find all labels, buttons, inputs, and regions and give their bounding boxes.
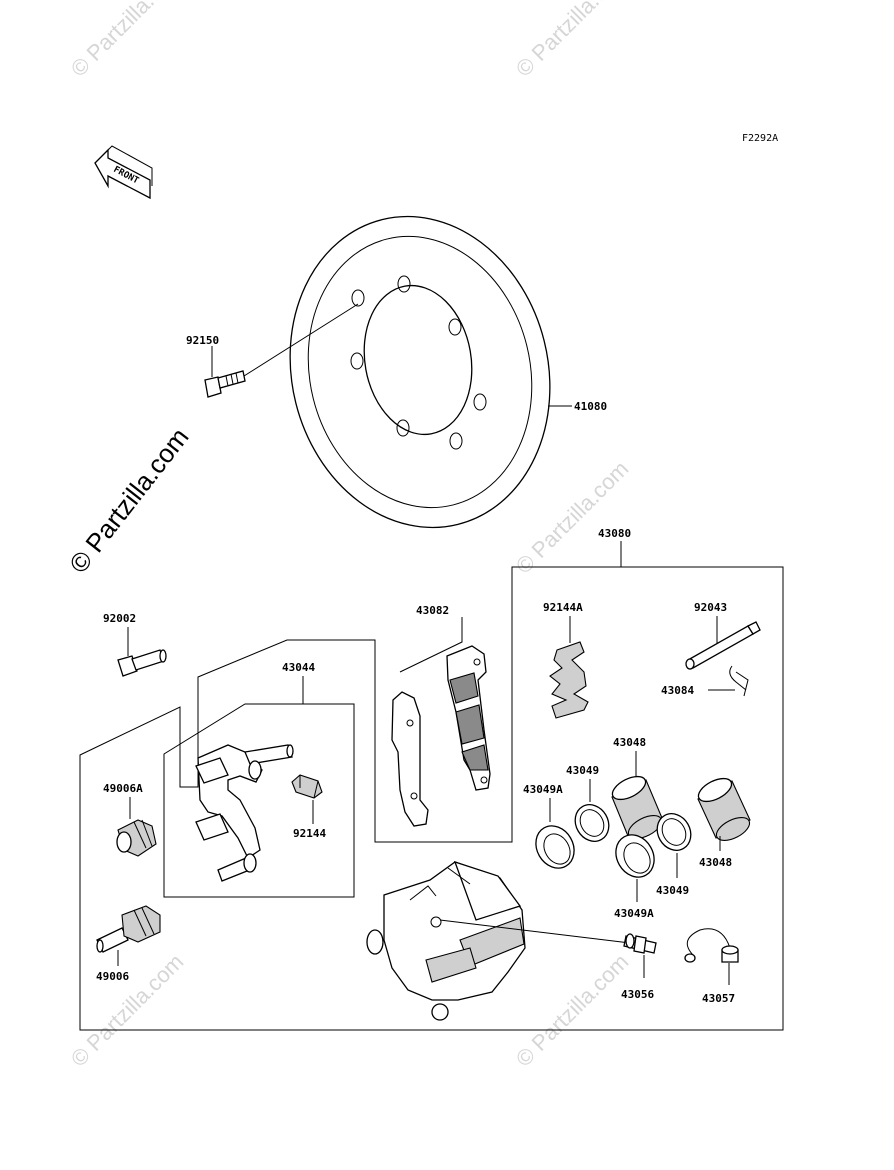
label-43084: 43084 bbox=[661, 684, 694, 697]
label-41080: 41080 bbox=[574, 400, 607, 413]
piston-upper bbox=[611, 775, 663, 839]
caliper-bolt bbox=[117, 649, 167, 677]
front-arrow-icon: FRONT bbox=[94, 145, 153, 200]
label-49006A: 49006A bbox=[103, 782, 143, 795]
piston-seal-lower bbox=[656, 813, 692, 851]
watermark-faint: © Partzilla.com bbox=[66, 0, 189, 82]
watermark-faint: © Partzilla.com bbox=[511, 949, 634, 1072]
label-43049-bottom: 43049 bbox=[656, 884, 689, 897]
label-43044: 43044 bbox=[282, 661, 315, 674]
label-92144A: 92144A bbox=[543, 601, 583, 614]
dust-seal-upper bbox=[535, 825, 575, 869]
assembly-43044-outline bbox=[163, 703, 355, 898]
pad-clip bbox=[291, 774, 323, 799]
label-43048-bottom: 43048 bbox=[699, 856, 732, 869]
label-43056: 43056 bbox=[621, 988, 654, 1001]
label-49006: 49006 bbox=[96, 970, 129, 983]
piston-seal-upper bbox=[574, 804, 610, 842]
label-92043: 92043 bbox=[694, 601, 727, 614]
pad-pin bbox=[685, 621, 761, 670]
bleeder-valve bbox=[623, 933, 657, 954]
disc-bolt bbox=[204, 370, 246, 398]
pin-clip bbox=[729, 665, 749, 697]
diagram-code: F2292A bbox=[742, 133, 778, 144]
bleeder-cap bbox=[684, 928, 739, 963]
leader-92150-to-hole bbox=[243, 303, 359, 377]
watermark-faint: © Partzilla.com bbox=[511, 456, 634, 579]
caliper-body bbox=[366, 860, 526, 1021]
dust-seal-lower bbox=[615, 834, 655, 878]
label-43080: 43080 bbox=[598, 527, 631, 540]
piston-lower bbox=[697, 777, 751, 841]
label-92144: 92144 bbox=[293, 827, 326, 840]
brake-disc bbox=[289, 215, 551, 529]
watermark-faint: © Partzilla.com bbox=[511, 0, 634, 82]
leader-43082 bbox=[399, 617, 463, 673]
label-43048-top: 43048 bbox=[613, 736, 646, 749]
watermark-main: © Partzilla.com bbox=[63, 422, 195, 579]
watermark-faint: © Partzilla.com bbox=[66, 949, 189, 1072]
label-92150: 92150 bbox=[186, 334, 219, 347]
label-43049A-top: 43049A bbox=[523, 783, 563, 796]
caliper-bracket bbox=[195, 744, 294, 882]
assembly-43080-outline bbox=[79, 566, 784, 1031]
label-43057: 43057 bbox=[702, 992, 735, 1005]
label-92002: 92002 bbox=[103, 612, 136, 625]
brake-pads bbox=[391, 645, 491, 827]
label-43049-top: 43049 bbox=[566, 764, 599, 777]
pad-spring bbox=[549, 641, 589, 719]
label-43049A-bottom: 43049A bbox=[614, 907, 654, 920]
caliper-slide-boot bbox=[96, 905, 161, 953]
label-43082: 43082 bbox=[416, 604, 449, 617]
caliper-boot bbox=[116, 819, 157, 857]
leader-caliper-bleed bbox=[439, 919, 631, 944]
